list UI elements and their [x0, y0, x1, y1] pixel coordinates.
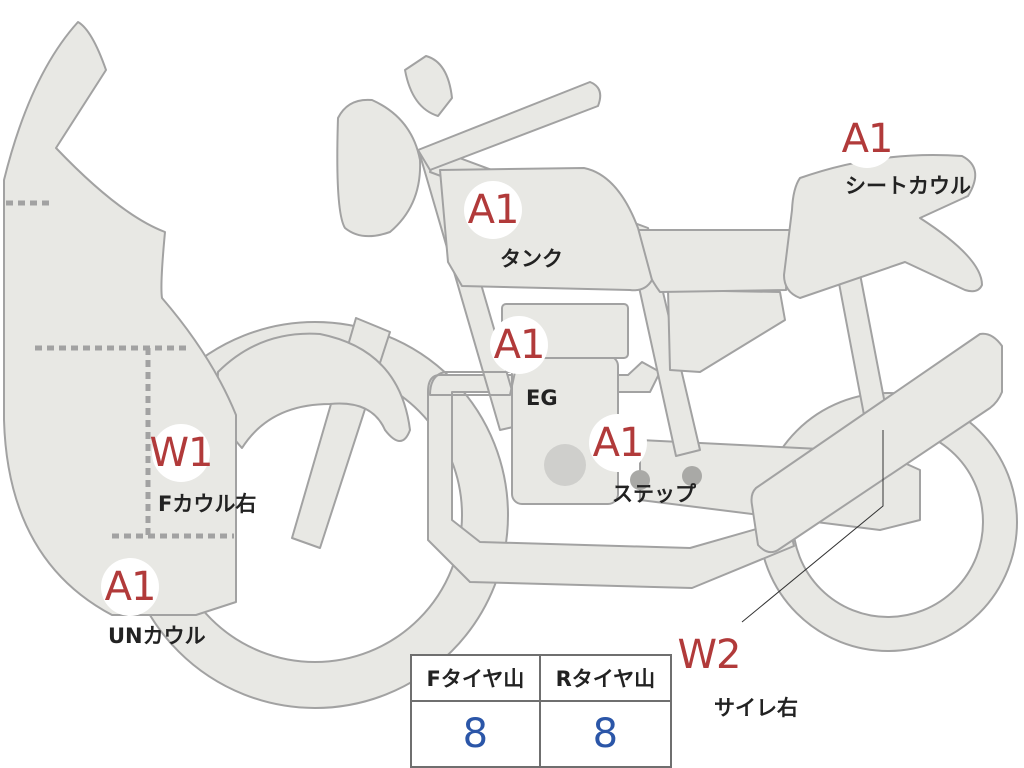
step-peg-rear — [682, 466, 702, 486]
grade-badge: A1 — [464, 181, 522, 239]
silencer — [750, 332, 1003, 554]
front-tire-value: 8 — [410, 700, 541, 768]
tire-table-header-row: Fタイヤ山 Rタイヤ山 — [410, 654, 673, 702]
silencer-leader-line — [741, 430, 884, 623]
front-tire-header: Fタイヤ山 — [410, 654, 541, 702]
grade-badge: A1 — [101, 558, 159, 616]
part-label: Fカウル右 — [158, 492, 257, 516]
part-label: サイレ右 — [714, 696, 798, 720]
front-cowl — [3, 21, 237, 616]
engine-cover — [544, 444, 586, 486]
rear-tire-header: Rタイヤ山 — [538, 654, 673, 702]
side-cover — [667, 289, 786, 373]
part-label: シートカウル — [845, 174, 971, 198]
tire-table-value-row: 8 8 — [410, 700, 673, 768]
handlebar-grip — [404, 55, 453, 117]
headlight — [336, 98, 422, 238]
grade-badge: A1 — [838, 110, 896, 168]
frame-loop — [427, 361, 795, 589]
grade-badge: W2 — [678, 626, 742, 684]
front-fender — [216, 332, 411, 449]
grade-badge: A1 — [589, 414, 647, 472]
fork-top — [417, 81, 602, 171]
part-label: EG — [526, 386, 558, 410]
part-label: UNカウル — [108, 624, 206, 648]
seat-cowl — [783, 153, 983, 299]
part-label: タンク — [500, 247, 563, 271]
part-label: ステップ — [612, 482, 696, 506]
step-peg-front — [630, 470, 650, 490]
grade-badge: A1 — [490, 316, 548, 374]
rear-tire-value: 8 — [538, 700, 673, 768]
exhaust-header — [429, 371, 516, 396]
cowl-panel-seams — [6, 200, 234, 539]
tire-tread-table: Fタイヤ山 Rタイヤ山 8 8 — [410, 654, 673, 768]
grade-badge: W1 — [150, 424, 214, 482]
seat — [637, 229, 791, 293]
